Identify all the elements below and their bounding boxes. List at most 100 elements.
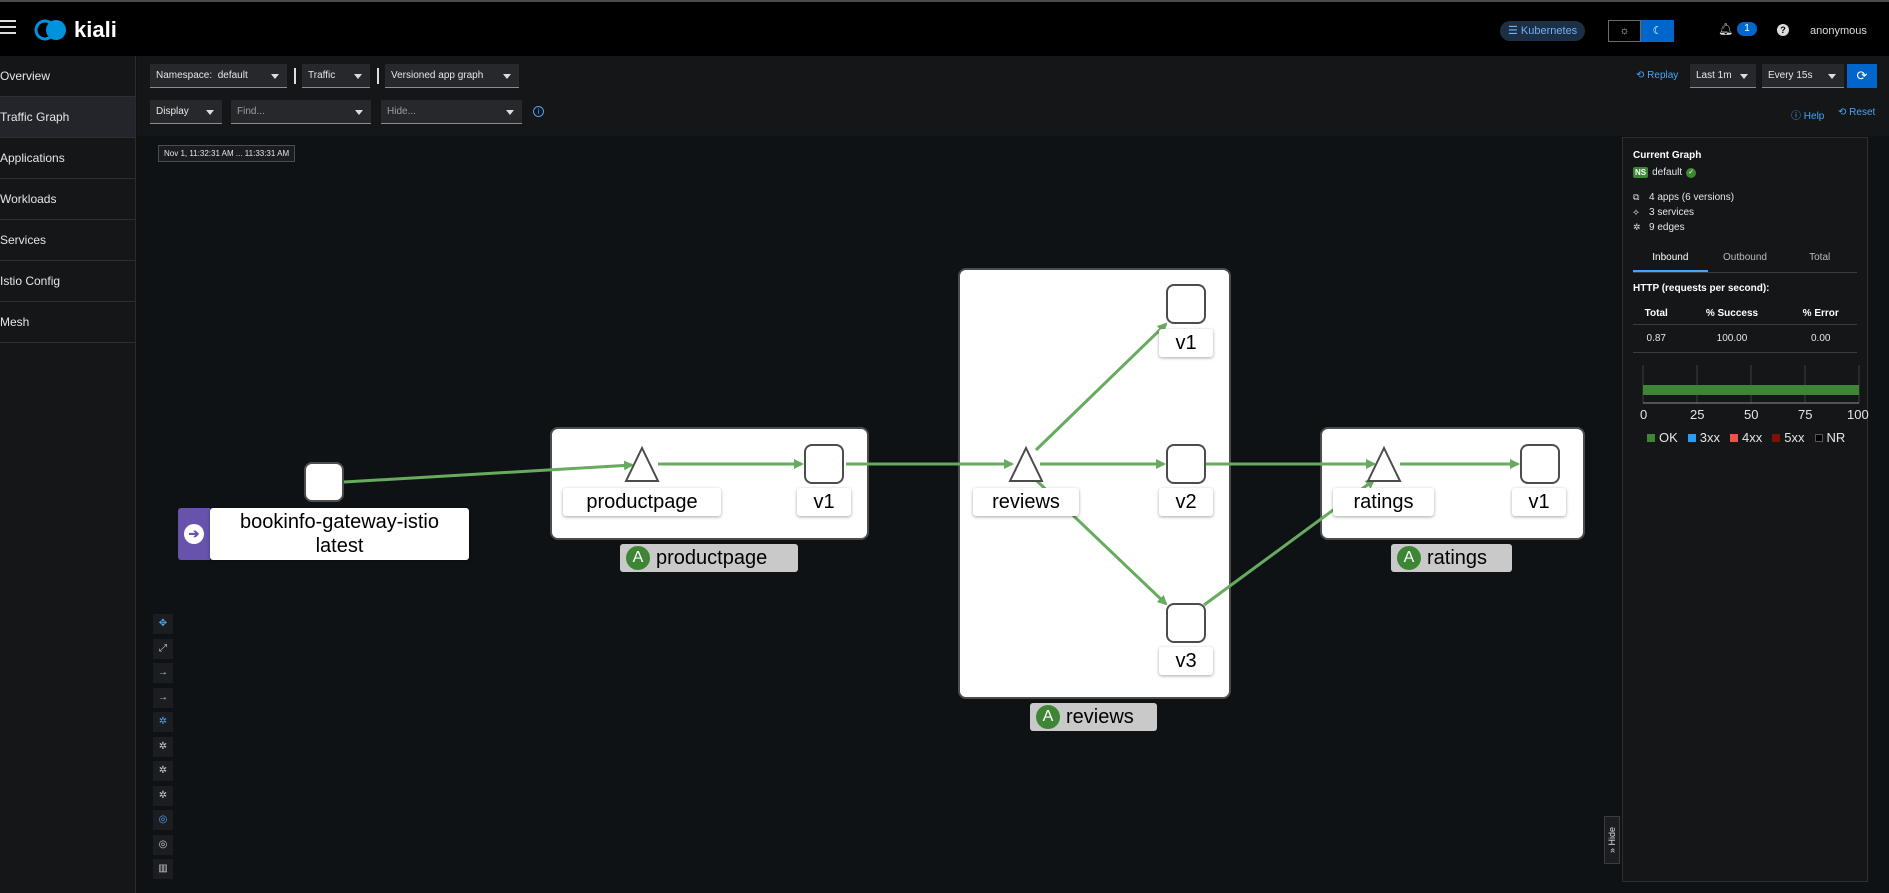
kiali-logo[interactable]: kiali xyxy=(34,17,117,43)
legend-3xx: 3xx xyxy=(1687,430,1720,445)
productpage-service-node[interactable] xyxy=(624,445,660,482)
gateway-node[interactable] xyxy=(304,462,344,502)
traffic-label: Traffic xyxy=(308,70,336,81)
graph-timestamp: Nov 1, 11:32:31 AM ... 11:33:31 AM xyxy=(158,145,296,162)
find-input[interactable]: Find... xyxy=(231,100,371,124)
hide-input[interactable]: Hide... xyxy=(381,100,522,124)
namespace-dropdown[interactable]: Namespace: default xyxy=(150,64,287,88)
graph-type-dropdown[interactable]: Versioned app graph xyxy=(385,64,519,88)
reviews-v3-node[interactable] xyxy=(1166,603,1206,643)
sidebar-item-applications[interactable]: Applications xyxy=(0,138,135,179)
services-count: 3 services xyxy=(1649,207,1695,218)
sidebar-item-traffic-graph[interactable]: Traffic Graph xyxy=(0,97,135,138)
display-dropdown[interactable]: Display xyxy=(150,100,222,124)
namespace-name[interactable]: default xyxy=(1652,167,1683,178)
ratings-v1-node[interactable] xyxy=(1520,444,1560,484)
ratings-v1-label: v1 xyxy=(1512,488,1566,516)
legend-ok-label: OK xyxy=(1659,429,1678,445)
notifications-count: 1 xyxy=(1737,22,1757,36)
sidebar-item-mesh[interactable]: Mesh xyxy=(0,302,135,343)
tab-total[interactable]: Total xyxy=(1809,252,1831,263)
theme-toggle[interactable]: ☼ ☾ xyxy=(1608,20,1674,42)
bell-icon: 🔔︎ xyxy=(1718,22,1734,36)
refresh-interval-dropdown[interactable]: Every 15s xyxy=(1762,64,1844,88)
help-icon[interactable]: ? xyxy=(1777,24,1789,36)
namespace-value: default xyxy=(217,70,248,81)
namespace-layout-icon[interactable]: ◎ xyxy=(153,810,173,830)
menu-icon[interactable] xyxy=(0,20,16,36)
replay-button[interactable]: ⟲ Replay xyxy=(1636,70,1679,81)
legend-nr-label: NR xyxy=(1826,429,1846,445)
chevron-down-icon xyxy=(506,110,514,115)
reviews-v1-node[interactable] xyxy=(1166,284,1206,324)
user-menu[interactable]: anonymous xyxy=(1810,25,1867,37)
layout-2-icon[interactable]: ✲ xyxy=(153,761,173,781)
namespace-label: Namespace: xyxy=(156,70,213,81)
reviews-box-label: A reviews xyxy=(1030,703,1157,731)
edges-icon: ✲ xyxy=(1633,222,1641,232)
sidebar-item-workloads[interactable]: Workloads xyxy=(0,179,135,220)
layout-3-icon[interactable]: ✲ xyxy=(153,785,173,806)
sun-icon[interactable]: ☼ xyxy=(1608,20,1641,42)
edges-count: 9 edges xyxy=(1649,222,1685,233)
legend-icon[interactable]: ▥ xyxy=(153,859,173,879)
edge-reviews-v1[interactable] xyxy=(1034,322,1168,452)
traffic-tabs: Inbound Outbound Total xyxy=(1633,245,1857,273)
namespace-badge: NS xyxy=(1633,167,1649,178)
legend-swatch-3xx xyxy=(1687,433,1696,442)
duration-dropdown[interactable]: Last 1m xyxy=(1690,64,1756,88)
help-button[interactable]: ⓘ Help xyxy=(1791,111,1825,122)
app-badge: A xyxy=(626,546,650,570)
hide-panel-tab[interactable]: » Hide xyxy=(1604,816,1620,864)
productpage-box-name: productpage xyxy=(656,547,768,569)
refresh-button[interactable]: ⟳ xyxy=(1847,64,1877,88)
service-icon: ⟡ xyxy=(1633,207,1639,217)
legend-swatch-nr xyxy=(1814,433,1823,442)
sidebar: Overview Traffic Graph Applications Work… xyxy=(0,56,136,893)
sidebar-item-services[interactable]: Services xyxy=(0,220,135,261)
reset-button[interactable]: ⟲ Reset xyxy=(1838,107,1876,118)
productpage-box-label: A productpage xyxy=(620,544,798,572)
arrow-right-icon: ➔ xyxy=(184,524,204,544)
layout-default-icon[interactable]: ✲ xyxy=(153,712,173,732)
namespace-layout-2-icon[interactable]: ◎ xyxy=(153,834,173,855)
chevron-down-icon xyxy=(354,74,362,79)
notifications-button[interactable]: 🔔︎ 1 xyxy=(1718,22,1757,36)
help-label: Help xyxy=(1803,111,1825,122)
reviews-service-node[interactable] xyxy=(1008,445,1044,482)
zoom-out-icon[interactable]: → xyxy=(153,687,173,708)
namespace-row: NS default ✓ xyxy=(1633,167,1857,178)
gateway-label-line2: latest xyxy=(315,535,364,557)
productpage-v1-node[interactable] xyxy=(804,444,844,484)
header-error: % Error xyxy=(1784,304,1857,325)
gateway-label: bookinfo-gateway-istio latest xyxy=(210,508,469,560)
moon-icon[interactable]: ☾ xyxy=(1641,20,1674,42)
reviews-service-label: reviews xyxy=(973,488,1079,516)
productpage-v1-label: v1 xyxy=(797,488,851,516)
info-icon[interactable]: i xyxy=(533,106,544,117)
chevron-down-icon xyxy=(1740,74,1748,79)
sidebar-item-istio-config[interactable]: Istio Config xyxy=(0,261,135,302)
pan-icon[interactable]: ✥ xyxy=(153,614,173,634)
traffic-dropdown[interactable]: Traffic xyxy=(302,64,370,88)
reset-label: Reset xyxy=(1849,107,1876,118)
reviews-v2-node[interactable] xyxy=(1166,444,1206,484)
zoom-in-icon[interactable]: → xyxy=(153,663,173,683)
tab-inbound[interactable]: Inbound xyxy=(1633,245,1708,272)
zoom-fit-icon[interactable]: ⤢ xyxy=(153,638,173,659)
app-icon: ⧉ xyxy=(1633,192,1640,202)
ratings-service-node[interactable] xyxy=(1366,445,1402,482)
layout-1-icon[interactable]: ✲ xyxy=(153,736,173,757)
legend-4xx-label: 4xx xyxy=(1742,429,1763,445)
legend-swatch-5xx xyxy=(1772,433,1781,442)
panel-title: Current Graph xyxy=(1633,150,1702,161)
tick-25: 25 xyxy=(1690,407,1704,422)
value-success: 100.00 xyxy=(1679,324,1785,353)
productpage-service-label: productpage xyxy=(563,488,721,516)
rate-chart: 0 25 50 75 100 xyxy=(1640,364,1869,422)
tab-outbound[interactable]: Outbound xyxy=(1723,252,1767,263)
edge-gateway-productpage[interactable] xyxy=(343,460,634,484)
chart-legend: OK 3xx 4xx 5xx NR xyxy=(1633,430,1857,445)
sidebar-item-overview[interactable]: Overview xyxy=(0,56,135,97)
